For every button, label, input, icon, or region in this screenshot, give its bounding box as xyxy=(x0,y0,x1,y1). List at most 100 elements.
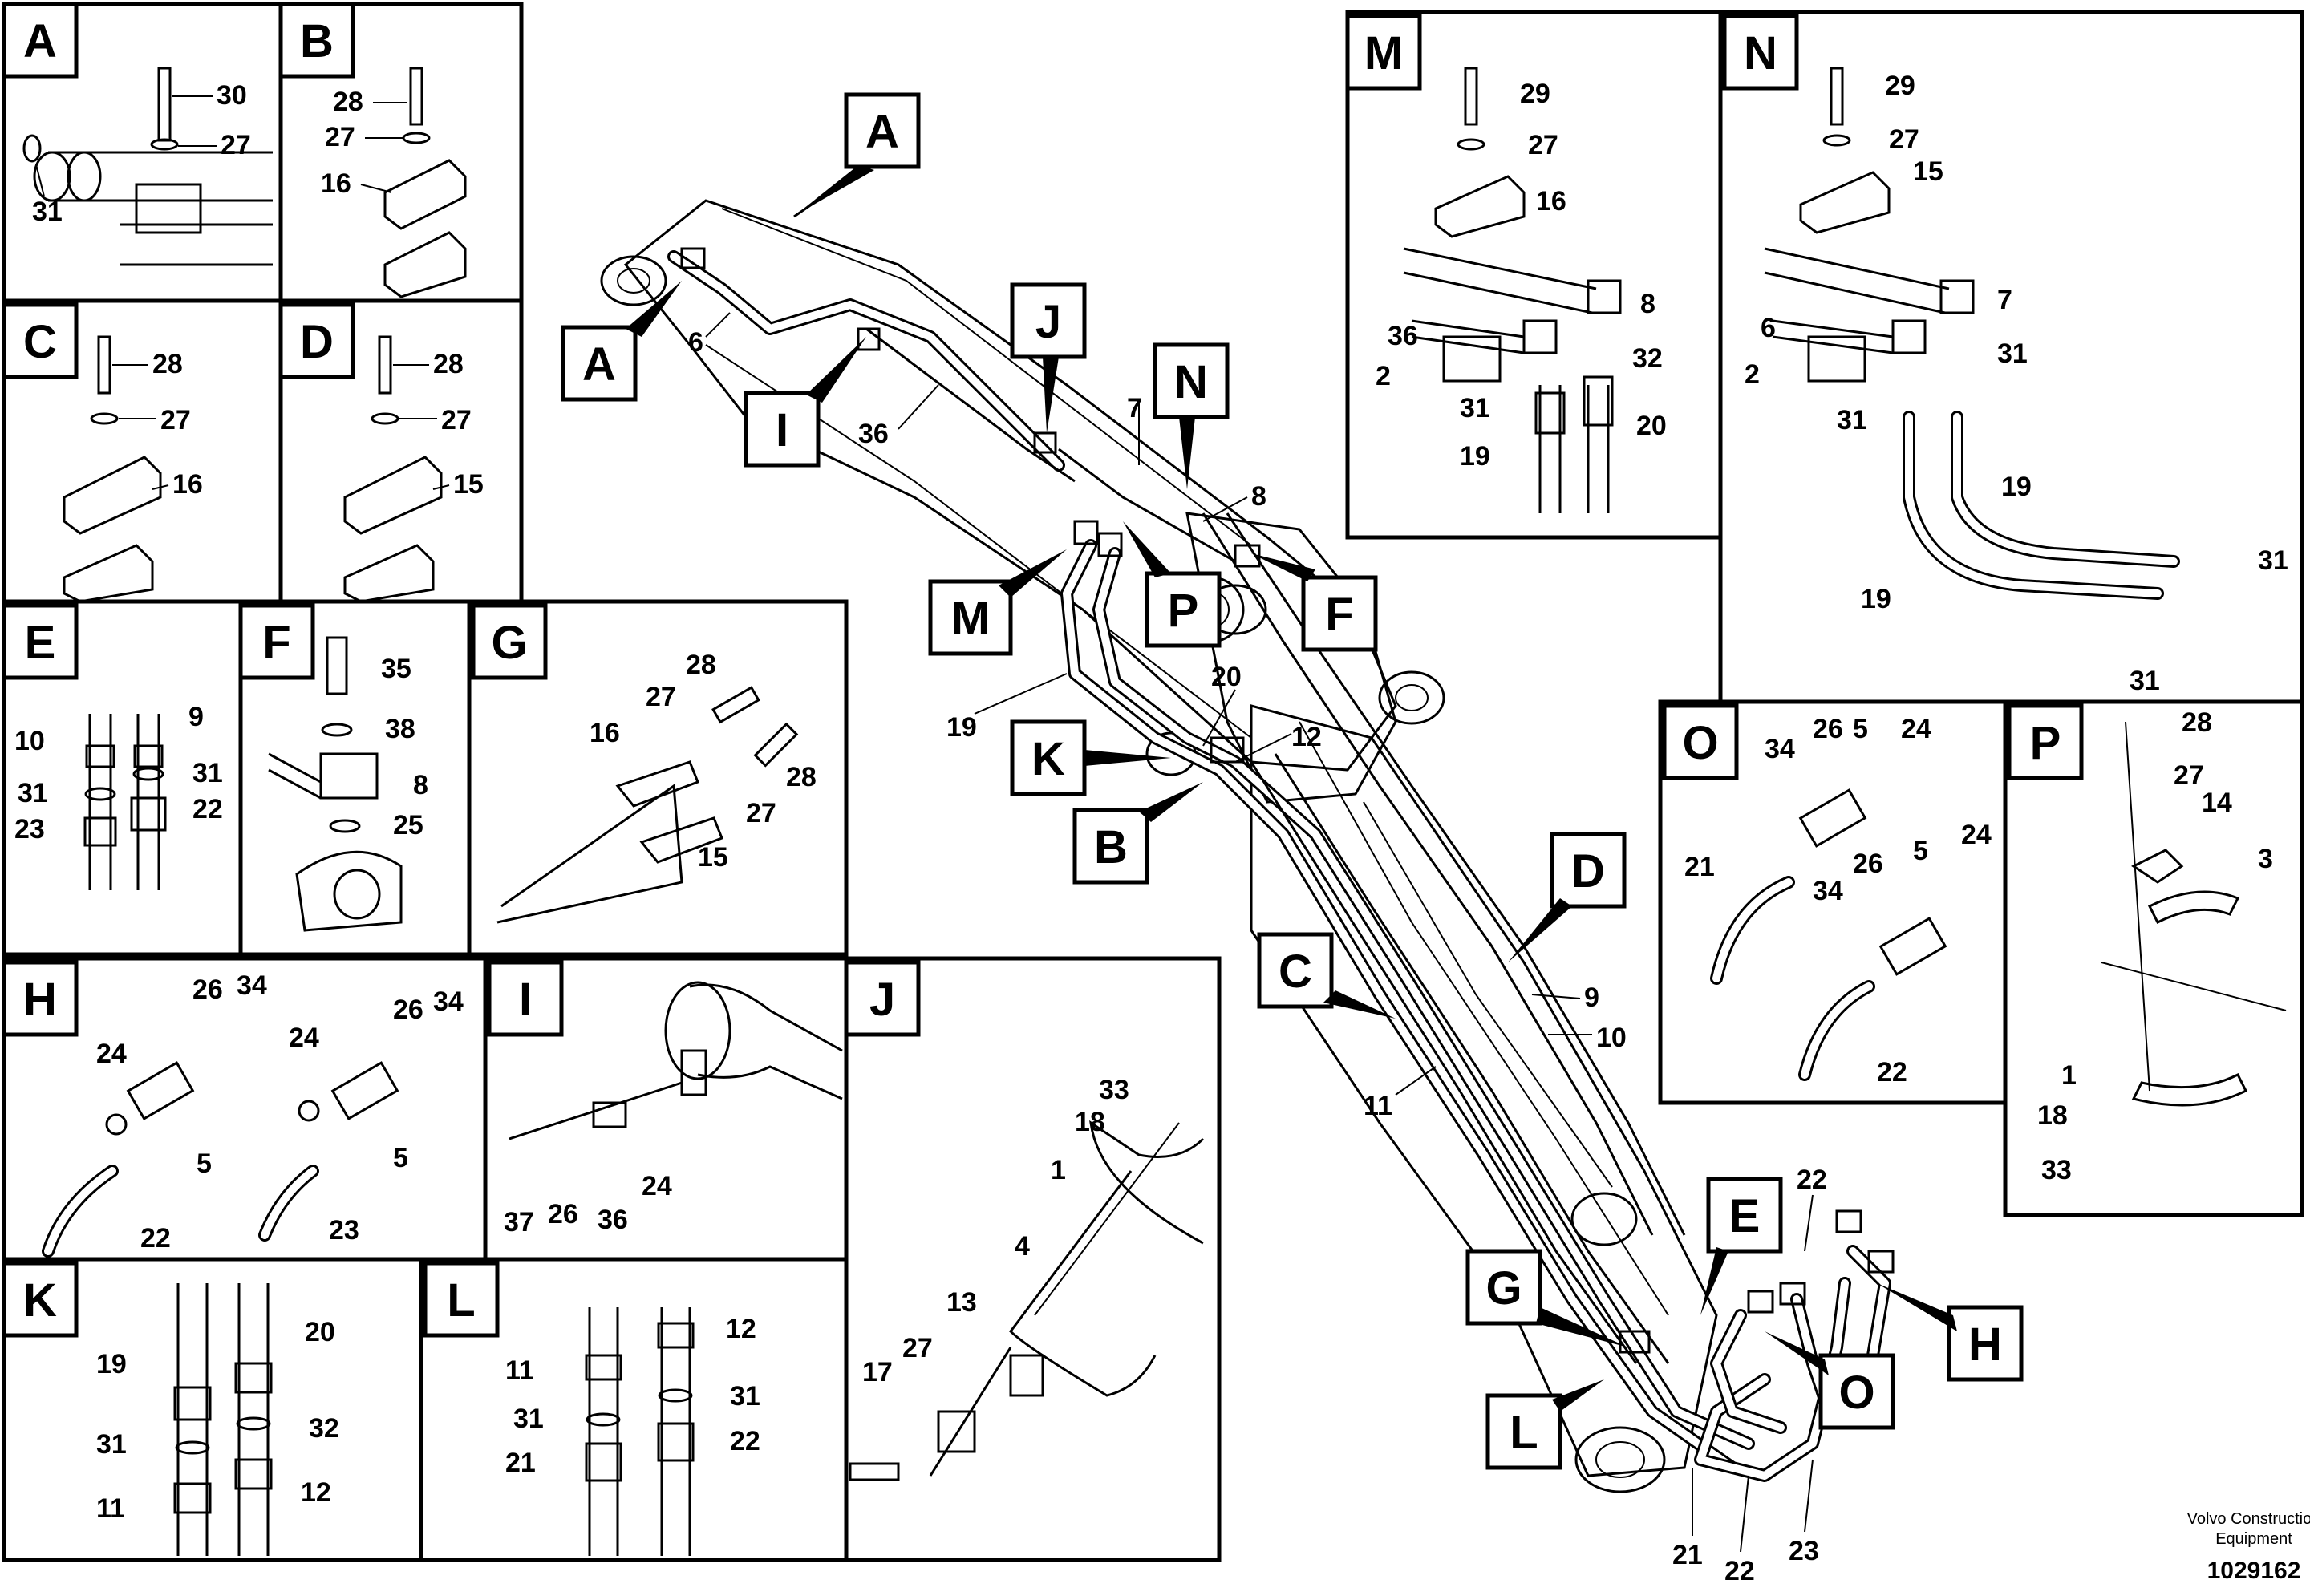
panel-p-label-1: 1 xyxy=(2061,1060,2077,1091)
panel-e-label-31a: 31 xyxy=(18,778,48,808)
panel-b-letter: B xyxy=(300,15,334,67)
panel-e-label-23: 23 xyxy=(14,814,45,845)
panel-o-label-26a: 26 xyxy=(1813,714,1843,744)
doc-number: 1029162 xyxy=(2207,1558,2301,1584)
panel-f-letter: F xyxy=(262,617,290,669)
main-callouts: A A I J N M P F K B xyxy=(561,92,2024,1470)
panel-n: N 29 27 15 7 6 31 2 31 19 31 19 31 xyxy=(1718,10,2304,704)
panel-p-label-28: 28 xyxy=(2182,707,2212,738)
panel-n-label-27: 27 xyxy=(1889,124,1919,155)
panel-e: E 10 9 31 31 23 22 xyxy=(2,599,243,957)
panel-m-letter: M xyxy=(1364,27,1403,79)
panel-m-label-16: 16 xyxy=(1536,186,1566,217)
panel-a-label-31: 31 xyxy=(32,196,63,227)
panel-p-label-3: 3 xyxy=(2258,844,2273,874)
label-36: 36 xyxy=(858,419,889,449)
panel-l-label-31a: 31 xyxy=(513,1404,544,1434)
callout-d: D xyxy=(1571,845,1605,897)
panel-g-label-28b: 28 xyxy=(786,762,817,792)
panel-o-label-34b: 34 xyxy=(1813,876,1843,906)
panel-i-letter: I xyxy=(519,974,532,1026)
panel-n-letter: N xyxy=(1744,27,1777,79)
panel-m-label-19: 19 xyxy=(1460,441,1490,472)
panel-o-label-5a: 5 xyxy=(1853,714,1868,744)
panel-d-label-15: 15 xyxy=(453,469,484,500)
panel-k: K 19 20 31 32 11 12 xyxy=(2,1257,424,1562)
panel-n-label-31a: 31 xyxy=(1997,338,2028,369)
label-23: 23 xyxy=(1789,1536,1819,1566)
panel-l-label-21: 21 xyxy=(505,1448,536,1478)
callout-j: J xyxy=(1035,296,1061,348)
panel-n-label-6: 6 xyxy=(1761,313,1776,343)
panel-g-label-28a: 28 xyxy=(686,650,716,680)
callout-k: K xyxy=(1031,733,1065,785)
panel-m-label-20: 20 xyxy=(1636,411,1667,441)
panel-i-label-36: 36 xyxy=(598,1205,628,1235)
main-part-labels: 6 36 7 8 19 20 12 9 10 11 21 22 23 22 xyxy=(688,312,1827,1586)
label-6: 6 xyxy=(688,327,703,358)
panel-l-label-12: 12 xyxy=(726,1314,756,1344)
panel-k-label-31: 31 xyxy=(96,1429,127,1460)
brand-line-2: Equipment xyxy=(2215,1530,2292,1548)
panel-l-label-31b: 31 xyxy=(730,1381,760,1412)
panel-n-label-2: 2 xyxy=(1745,359,1760,390)
panel-m-label-8: 8 xyxy=(1640,289,1656,319)
panel-o-label-34a: 34 xyxy=(1765,734,1795,764)
panel-m-label-32: 32 xyxy=(1632,343,1663,374)
label-20: 20 xyxy=(1211,662,1242,692)
panel-f-label-8: 8 xyxy=(413,770,428,800)
panel-h-label-24b: 24 xyxy=(289,1023,319,1053)
panel-h-label-23: 23 xyxy=(329,1215,359,1246)
panel-o-label-22: 22 xyxy=(1877,1057,1907,1088)
panel-c-letter: C xyxy=(23,316,57,368)
panel-e-label-9: 9 xyxy=(188,702,204,732)
panel-l-label-22: 22 xyxy=(730,1426,760,1456)
brand-line-1: Volvo Construction xyxy=(2187,1510,2310,1528)
panel-i-label-24: 24 xyxy=(642,1171,672,1201)
panel-h-label-34a: 34 xyxy=(237,970,267,1001)
panel-k-letter: K xyxy=(23,1274,57,1327)
panel-a-label-30: 30 xyxy=(217,80,247,111)
panel-e-label-22: 22 xyxy=(192,794,223,824)
callout-l: L xyxy=(1510,1407,1538,1459)
panel-n-label-31c: 31 xyxy=(2258,545,2288,576)
panel-g-label-27a: 27 xyxy=(646,682,676,712)
callout-a-left: A xyxy=(582,338,616,391)
panel-p: P 28 27 14 3 1 18 33 xyxy=(2003,699,2304,1217)
panel-d: D 28 27 15 xyxy=(278,298,524,604)
panel-h-label-5a: 5 xyxy=(197,1148,212,1179)
label-7: 7 xyxy=(1127,393,1142,423)
panel-f: F 35 38 8 25 xyxy=(238,599,472,957)
panel-a-letter: A xyxy=(23,15,57,67)
panel-k-label-19: 19 xyxy=(96,1349,127,1379)
panel-g-label-16: 16 xyxy=(590,718,620,748)
panel-h-label-22: 22 xyxy=(140,1223,171,1254)
panel-e-label-31b: 31 xyxy=(192,758,223,788)
footer: Volvo Construction Equipment 1029162 xyxy=(2187,1510,2310,1584)
panel-h-letter: H xyxy=(23,974,57,1026)
panel-m-label-36: 36 xyxy=(1388,321,1418,351)
panel-h: H 26 34 26 34 24 24 5 5 22 23 xyxy=(2,956,488,1262)
panel-e-label-10: 10 xyxy=(14,726,45,756)
panel-m-label-2: 2 xyxy=(1376,361,1391,391)
panel-p-label-27: 27 xyxy=(2174,760,2204,791)
panel-d-label-28: 28 xyxy=(433,349,464,379)
panel-p-label-14: 14 xyxy=(2202,788,2232,818)
panel-k-label-32: 32 xyxy=(309,1413,339,1444)
panel-c-label-28: 28 xyxy=(152,349,183,379)
panel-l-letter: L xyxy=(447,1274,475,1327)
panel-l: L 11 12 31 31 21 22 xyxy=(419,1257,849,1562)
panel-h-label-34b: 34 xyxy=(433,986,464,1017)
panel-m-label-29: 29 xyxy=(1520,79,1550,109)
panel-f-label-25: 25 xyxy=(393,810,424,841)
panel-a: A 30 27 31 xyxy=(2,2,283,303)
panel-o: O 34 26 5 24 21 34 26 5 24 22 xyxy=(1658,699,2008,1105)
panel-p-label-33: 33 xyxy=(2041,1155,2072,1185)
panel-c-label-16: 16 xyxy=(172,469,203,500)
callout-i: I xyxy=(776,404,788,456)
label-22-bottom: 22 xyxy=(1724,1556,1755,1586)
callout-b: B xyxy=(1094,821,1128,873)
callout-c: C xyxy=(1279,946,1312,998)
panel-o-label-24a: 24 xyxy=(1901,714,1931,744)
